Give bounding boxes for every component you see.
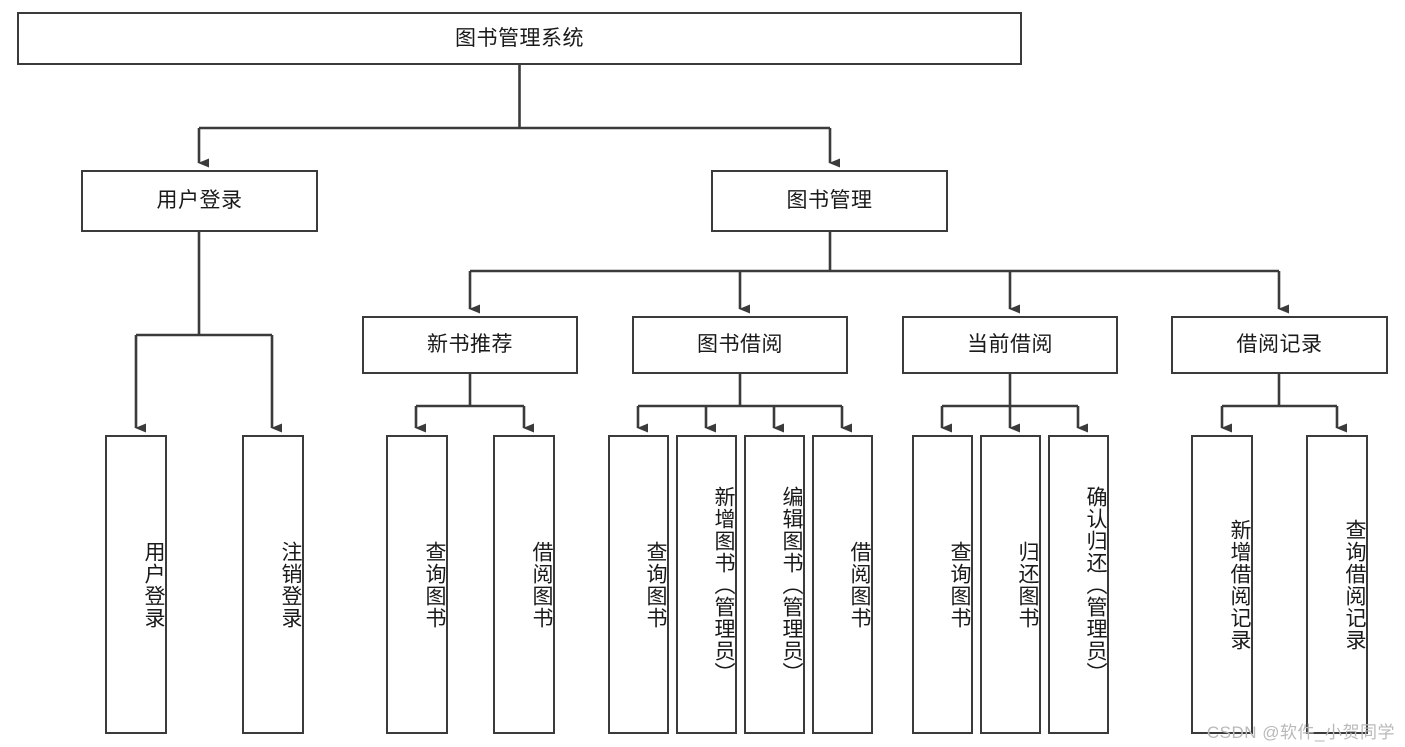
node-leaf-add-record-label: 新增借阅记录 <box>1228 518 1251 651</box>
node-leaf-return-book-label: 归还图书 <box>1016 540 1039 629</box>
node-leaf-edit-book-label: 编辑图书（管理员） <box>780 485 803 684</box>
node-new-book-rec[interactable]: 新书推荐 <box>362 316 578 374</box>
node-leaf-return-book[interactable]: 归还图书 <box>980 435 1041 734</box>
node-leaf-query-book-2[interactable]: 查询图书 <box>608 435 669 734</box>
node-new-book-rec-label: 新书推荐 <box>427 333 513 357</box>
node-borrow-record-label: 借阅记录 <box>1236 333 1323 357</box>
node-book-manage[interactable]: 图书管理 <box>711 170 948 232</box>
node-leaf-borrow-book-1[interactable]: 借阅图书 <box>493 435 555 734</box>
node-current-borrow-label: 当前借阅 <box>967 333 1053 357</box>
node-root[interactable]: 图书管理系统 <box>17 12 1022 65</box>
node-book-borrow-label: 图书借阅 <box>697 333 783 357</box>
node-leaf-confirm-return-label: 确认归还（管理员） <box>1084 485 1107 684</box>
node-current-borrow[interactable]: 当前借阅 <box>902 316 1118 374</box>
node-book-borrow[interactable]: 图书借阅 <box>632 316 848 374</box>
node-leaf-borrow-book-2[interactable]: 借阅图书 <box>812 435 873 734</box>
node-leaf-edit-book[interactable]: 编辑图书（管理员） <box>744 435 805 734</box>
node-leaf-query-book-3[interactable]: 查询图书 <box>912 435 973 734</box>
node-leaf-user-login[interactable]: 用户登录 <box>105 435 167 734</box>
node-leaf-query-record[interactable]: 查询借阅记录 <box>1306 435 1368 734</box>
node-leaf-query-book-1[interactable]: 查询图书 <box>386 435 448 734</box>
node-user-login-label: 用户登录 <box>156 189 243 213</box>
node-leaf-query-book-1-label: 查询图书 <box>423 540 446 629</box>
node-leaf-query-record-label: 查询借阅记录 <box>1343 518 1366 651</box>
node-leaf-add-record[interactable]: 新增借阅记录 <box>1191 435 1253 734</box>
node-leaf-borrow-book-2-label: 借阅图书 <box>848 540 871 629</box>
node-leaf-add-book-label: 新增图书（管理员） <box>712 485 735 684</box>
node-leaf-query-book-3-label: 查询图书 <box>948 540 971 629</box>
node-borrow-record[interactable]: 借阅记录 <box>1171 316 1388 374</box>
watermark-text: CSDN @软件_小贺同学 <box>1206 723 1395 742</box>
node-user-login[interactable]: 用户登录 <box>81 170 318 232</box>
node-leaf-add-book[interactable]: 新增图书（管理员） <box>676 435 737 734</box>
node-leaf-user-logout-label: 注销登录 <box>279 540 302 629</box>
node-leaf-confirm-return[interactable]: 确认归还（管理员） <box>1048 435 1109 734</box>
node-leaf-user-logout[interactable]: 注销登录 <box>242 435 304 734</box>
node-leaf-borrow-book-1-label: 借阅图书 <box>530 540 553 629</box>
node-leaf-user-login-label: 用户登录 <box>142 540 165 629</box>
node-root-label: 图书管理系统 <box>455 26 584 50</box>
node-leaf-query-book-2-label: 查询图书 <box>644 540 667 629</box>
node-book-manage-label: 图书管理 <box>786 189 873 213</box>
